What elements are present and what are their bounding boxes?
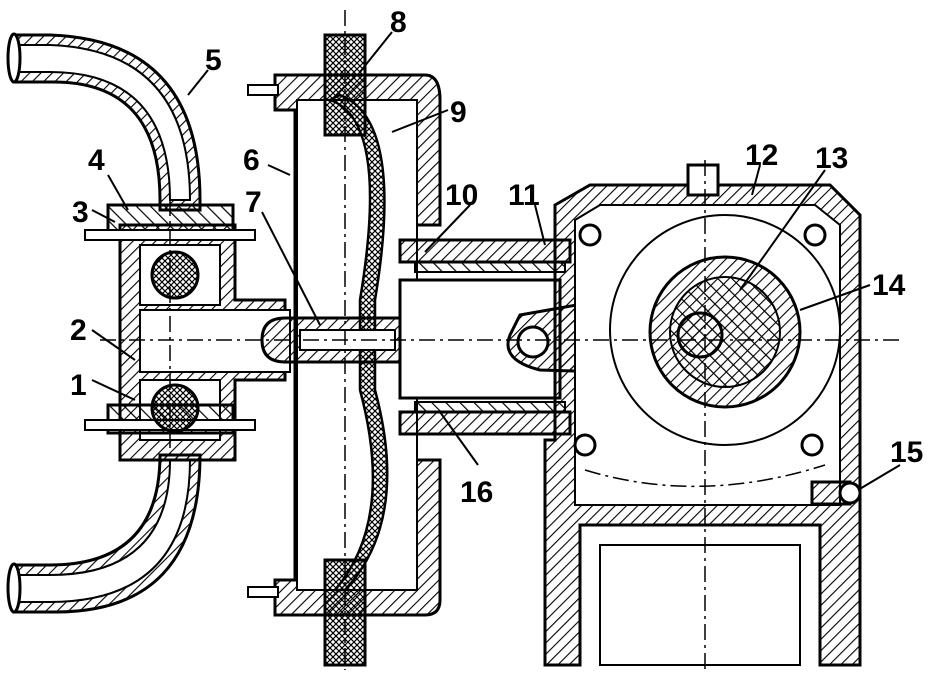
callout-16: 16 — [460, 476, 493, 509]
callout-2: 2 — [70, 314, 87, 347]
callout-5: 5 — [205, 44, 222, 77]
callout-4: 4 — [88, 144, 105, 177]
eccentric-crank — [609, 214, 841, 446]
callout-7: 7 — [245, 186, 262, 219]
centre-lines — [100, 10, 900, 670]
callout-1: 1 — [70, 369, 87, 402]
outlet-elbow-pipe — [6, 32, 202, 212]
callout-11: 11 — [508, 179, 540, 212]
callout-6: 6 — [243, 144, 260, 177]
callout-12: 12 — [745, 139, 778, 172]
callout-10: 10 — [445, 179, 478, 212]
callout-labels: 1 2 3 4 5 6 7 8 9 10 11 12 13 14 15 16 — [70, 6, 923, 509]
callout-13: 13 — [815, 142, 848, 175]
callout-9: 9 — [450, 96, 467, 129]
drain-plug — [810, 480, 862, 506]
inlet-elbow-pipe — [6, 453, 202, 614]
crankcase — [543, 163, 862, 667]
valve-balls — [150, 250, 200, 433]
callout-8: 8 — [390, 6, 407, 39]
callout-3: 3 — [72, 196, 89, 229]
callout-15: 15 — [890, 436, 923, 469]
leader-lines — [91, 31, 901, 491]
callout-14: 14 — [872, 269, 906, 302]
